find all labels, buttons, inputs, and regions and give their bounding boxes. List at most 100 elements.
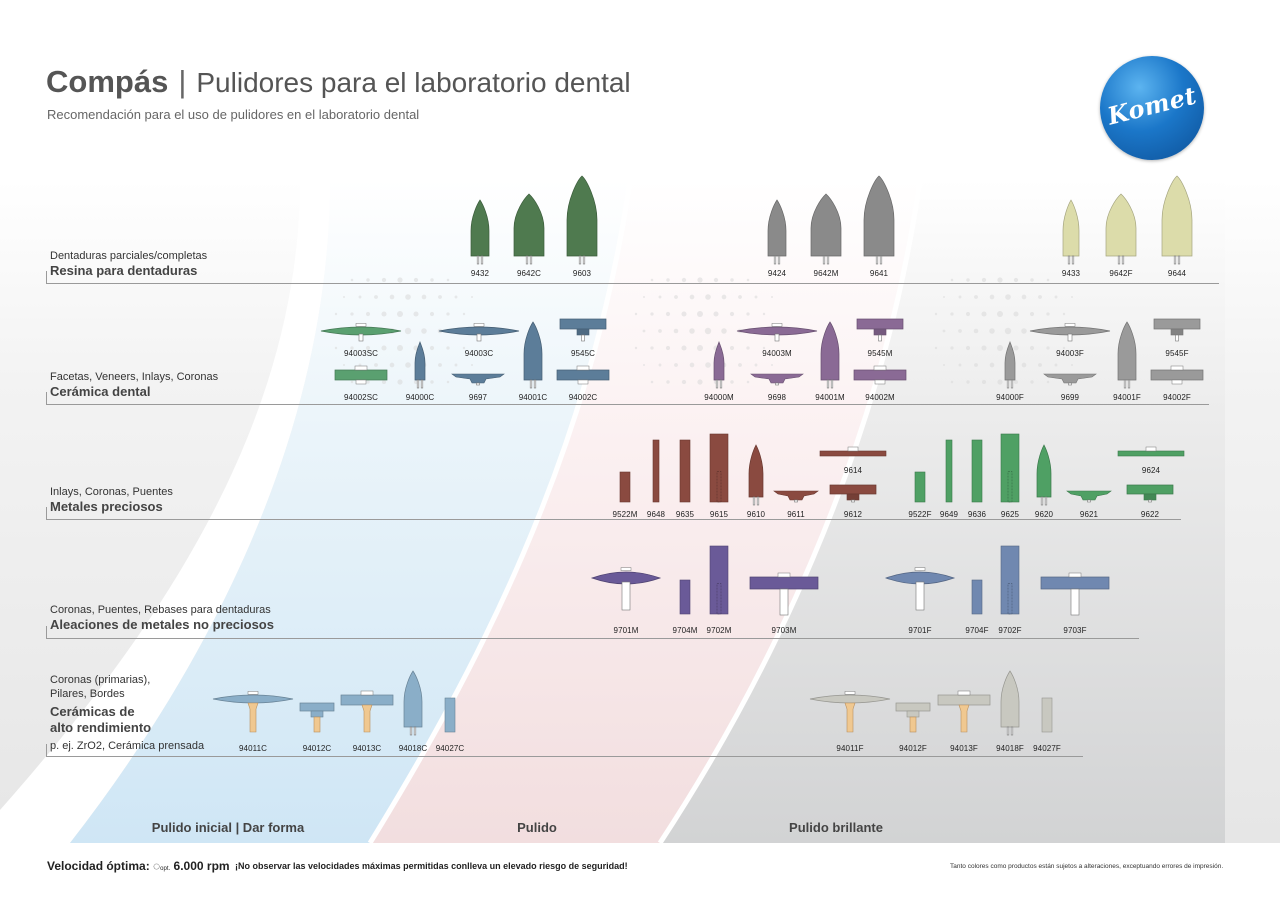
- product-94003SC: [320, 323, 402, 342]
- page-subtitle: Recomendación para el uso de pulidores e…: [47, 107, 420, 122]
- bg-dot: [705, 294, 711, 300]
- product-94018F: [1000, 670, 1020, 736]
- product-9648: [652, 439, 660, 503]
- product-code: 9624: [1141, 466, 1161, 475]
- bg-dot: [1046, 278, 1050, 282]
- product-code: 94011C: [238, 744, 268, 753]
- bg-dot: [730, 278, 734, 282]
- product-code: 9545M: [867, 349, 893, 358]
- category-ceramic: Facetas, Veneers, Inlays, Coronas Cerámi…: [50, 370, 218, 400]
- bg-dot: [673, 328, 679, 334]
- row-divider-5: [46, 744, 1083, 757]
- title-separator: |: [178, 64, 187, 99]
- product-code: 94002C: [568, 393, 598, 402]
- product-9621: [1066, 490, 1112, 503]
- bg-dot: [746, 312, 750, 316]
- product-code: 94012F: [899, 744, 927, 753]
- product-9642C: [513, 193, 545, 265]
- category-label: Dentaduras parciales/completas: [50, 250, 208, 262]
- category-label: Facetas, Veneers, Inlays, Coronas: [50, 371, 219, 383]
- product-9522F: [914, 471, 926, 503]
- product-9704F: [971, 579, 983, 615]
- bg-dot: [365, 345, 371, 351]
- bg-dot: [397, 345, 403, 351]
- bg-dot: [697, 277, 703, 283]
- product-9702F: [1000, 545, 1020, 615]
- bg-band-blue: [70, 180, 630, 843]
- phase-label-high-gloss: Pulido brillante: [789, 820, 883, 835]
- bg-dot: [389, 362, 395, 368]
- product-9701F: [884, 567, 956, 611]
- bg-band-pink: [370, 180, 920, 843]
- category-title: Cerámica dental: [50, 384, 151, 399]
- product-code: 94027F: [1033, 744, 1061, 753]
- bg-dot: [1046, 380, 1050, 384]
- bg-dot: [697, 379, 703, 385]
- bg-dot: [697, 311, 703, 317]
- bg-dot: [358, 363, 362, 367]
- product-code: 94003M: [762, 349, 792, 358]
- bg-dot: [343, 364, 345, 366]
- product-94002M: [853, 365, 907, 385]
- bg-dot: [729, 311, 735, 317]
- bg-dot: [1013, 277, 1019, 283]
- bg-dot: [681, 311, 687, 317]
- bg-dot: [365, 311, 371, 317]
- bg-dot: [997, 277, 1003, 283]
- product-code: 9642M: [813, 269, 839, 278]
- product-9703M: [749, 572, 819, 616]
- product-code: 9522M: [612, 510, 638, 519]
- product-9545C: [559, 318, 607, 342]
- bg-dot: [666, 380, 670, 384]
- product-9702M: [709, 545, 729, 615]
- product-9622: [1126, 484, 1174, 503]
- product-code: 94003F: [1056, 349, 1084, 358]
- category-resin: Dentaduras parciales/completas Resina pa…: [50, 249, 207, 279]
- bg-dot: [689, 362, 695, 368]
- product-9704M: [679, 579, 691, 615]
- bg-dot: [374, 295, 378, 299]
- product-code: 94018C: [398, 744, 428, 753]
- product-9432: [470, 199, 490, 265]
- product-code: 94018F: [996, 744, 1024, 753]
- product-code: 9703F: [1063, 626, 1087, 635]
- product-code: 9432: [470, 269, 490, 278]
- bg-dot: [650, 380, 654, 384]
- bg-dot: [446, 380, 450, 384]
- product-code: 9704F: [965, 626, 989, 635]
- product-illustrations: [212, 175, 1204, 736]
- bg-dot: [1062, 346, 1066, 350]
- bg-dot: [1013, 379, 1019, 385]
- bg-dot: [697, 345, 703, 351]
- bg-dot: [405, 294, 411, 300]
- bg-dot: [681, 379, 687, 385]
- bg-dot: [413, 277, 419, 283]
- bg-dot: [413, 311, 419, 317]
- bg-dot: [634, 312, 638, 316]
- bg-dot: [771, 296, 773, 298]
- bg-dot: [713, 277, 719, 283]
- category-precious-metals: Inlays, Coronas, Puentes Metales precios…: [50, 485, 173, 515]
- product-94013F: [937, 690, 991, 733]
- bg-dot: [681, 345, 687, 351]
- product-code: 9649: [939, 510, 959, 519]
- bg-dot: [429, 345, 435, 351]
- bg-dot: [958, 329, 962, 333]
- logo-text: Komet: [1104, 80, 1200, 131]
- bg-band-dark: [660, 180, 1225, 843]
- bg-dot: [997, 379, 1003, 385]
- bg-dot: [658, 363, 662, 367]
- bg-dot: [738, 295, 742, 299]
- bg-dot: [1029, 311, 1035, 317]
- product-code: 9636: [967, 510, 987, 519]
- bg-dot: [762, 312, 766, 316]
- bg-dot: [1004, 327, 1012, 335]
- bg-dot: [643, 296, 645, 298]
- product-code: 9697: [468, 393, 488, 402]
- product-code: 9699: [1060, 393, 1080, 402]
- bg-dot: [658, 295, 662, 299]
- product-9642M: [810, 193, 842, 265]
- product-94003F: [1029, 323, 1111, 342]
- bg-dot: [381, 311, 387, 317]
- bg-dot: [721, 328, 727, 334]
